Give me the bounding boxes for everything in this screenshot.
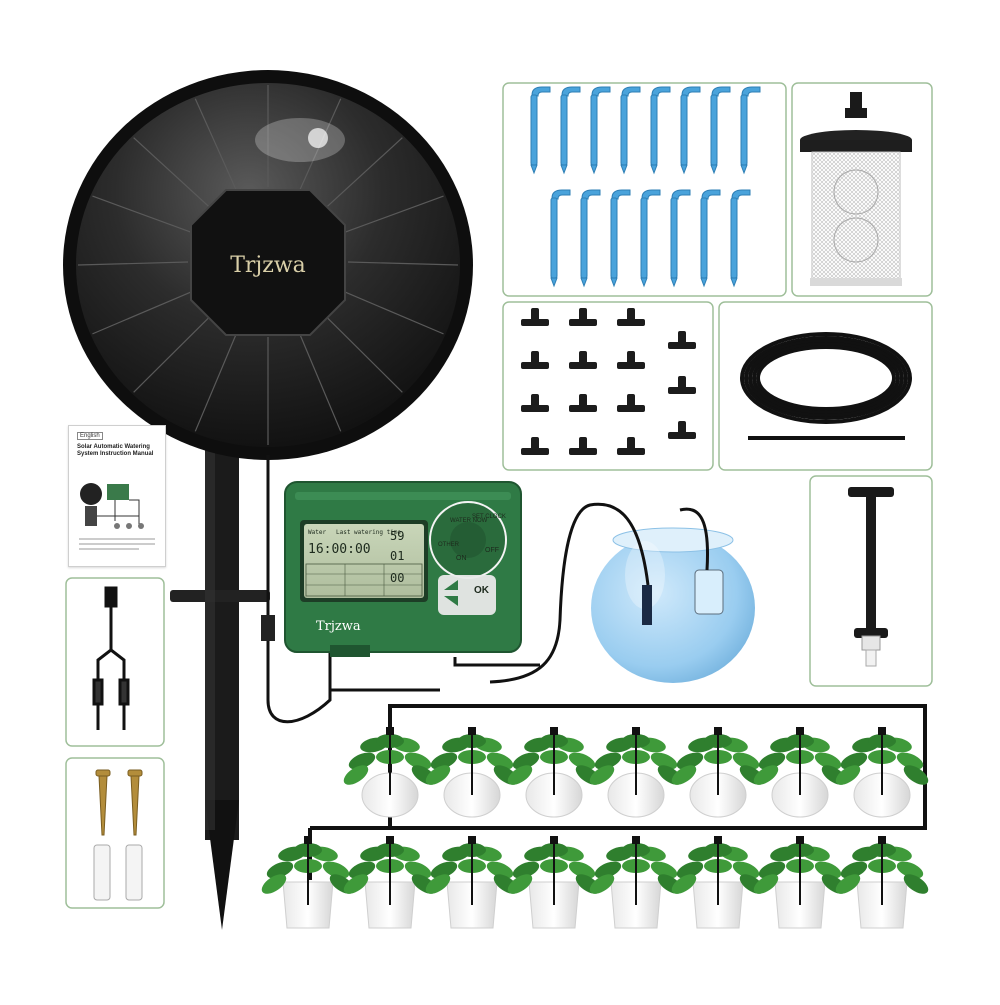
drip-stakes [530,86,761,288]
screws-and-anchors [93,769,143,901]
tee-connector [521,308,549,326]
dial-set-clock: SET CLOCK [472,514,506,520]
hose-coil [740,332,912,440]
drip-stake [700,189,721,288]
panel-segment-line [92,290,195,335]
drip-stake [650,86,671,175]
tee-connector [521,394,549,412]
potted-plant [343,836,437,929]
potted-plant [835,836,929,929]
water-reservoir-bowl [591,527,755,683]
tee-connector [569,308,597,326]
panel-segment-line [194,98,238,193]
potted-plant [261,836,355,929]
lcd-value-top: 59 [390,529,404,543]
potted-plant [835,727,929,818]
panel-segment-line [324,137,403,210]
tee-connector [668,331,696,349]
panel-segment-line [92,195,195,234]
drip-stake [550,189,571,288]
dial-other: OTHER [438,542,460,548]
tee-connector [569,351,597,369]
potted-plant [507,836,601,929]
tee-connector [569,394,597,412]
cable-panel [65,577,165,747]
drip-stake [580,189,601,288]
drip-stake [560,86,581,175]
drip-stake [530,86,551,175]
dial-on: ON [456,555,467,562]
y-splitter-cable [92,586,130,730]
potted-plant [589,836,683,929]
lcd-label-right: Last watering time [336,529,401,536]
tee-connector [569,437,597,455]
lcd-time: 16:00:00 [308,542,371,557]
solar-panel [63,70,473,930]
potted-plant [343,727,437,818]
lcd-value-bottom: 00 [390,571,404,585]
panel-segment-line [133,314,212,393]
lcd-display: Water Last watering time 16:00:00 59 01 … [308,529,404,585]
tee-connector [668,421,696,439]
lcd-label-left: Water [308,529,326,536]
drip-stake [680,86,701,175]
lcd-value-mid: 01 [390,549,404,563]
cable-connector [261,615,275,641]
tee-connector [521,437,549,455]
potted-plant [425,836,519,929]
potted-plant [671,727,765,818]
potted-plant [753,727,847,818]
panel-segment-line [347,261,459,266]
drip-stake [640,189,661,288]
ground-stake [848,487,894,667]
potted-plant [753,836,847,929]
manual-title: Solar Automatic Watering System Instruct… [77,444,154,457]
inlet-filter [800,92,912,286]
controller-body [284,481,522,657]
tee-connector [617,394,645,412]
panel-segment-line [77,261,189,266]
potted-plants [261,727,929,929]
dial-water-now: WATER NOW [450,518,488,524]
potted-plant [589,727,683,818]
panel-segment-line [341,290,444,335]
drip-stake [670,189,691,288]
tee-connector [668,376,696,394]
tee-connector [617,351,645,369]
panel-segment-line [133,137,212,210]
potted-plant [507,727,601,818]
ok-button[interactable]: OK [474,585,490,596]
drip-stake [620,86,641,175]
potted-plant [425,727,519,818]
panel-segment-line [341,195,444,234]
drip-stake [730,189,751,288]
panel-segment-line [194,331,238,432]
drip-stake [740,86,761,175]
drip-stake [610,189,631,288]
panel-segment-line [324,314,403,393]
manual-language: English [77,432,103,440]
tee-connectors-panel [502,301,714,471]
tee-connectors [521,308,696,455]
tee-connector [521,351,549,369]
instruction-manual: English Solar Automatic Watering System … [68,425,166,567]
mode-dial[interactable]: WATER NOW SET CLOCK OFF ON OTHER [438,514,506,562]
drip-stake [710,86,731,175]
drip-stake [590,86,611,175]
tee-connector [617,308,645,326]
panel-segment-line [298,331,342,432]
manual-diagram [79,483,155,550]
screws-panel [65,757,165,909]
controller-brand-label: Trjzwa [316,619,361,634]
solar-brand-label: Trjzwa [230,253,306,278]
dial-off: OFF [485,547,499,554]
potted-plant [671,836,765,929]
tee-connector [617,437,645,455]
